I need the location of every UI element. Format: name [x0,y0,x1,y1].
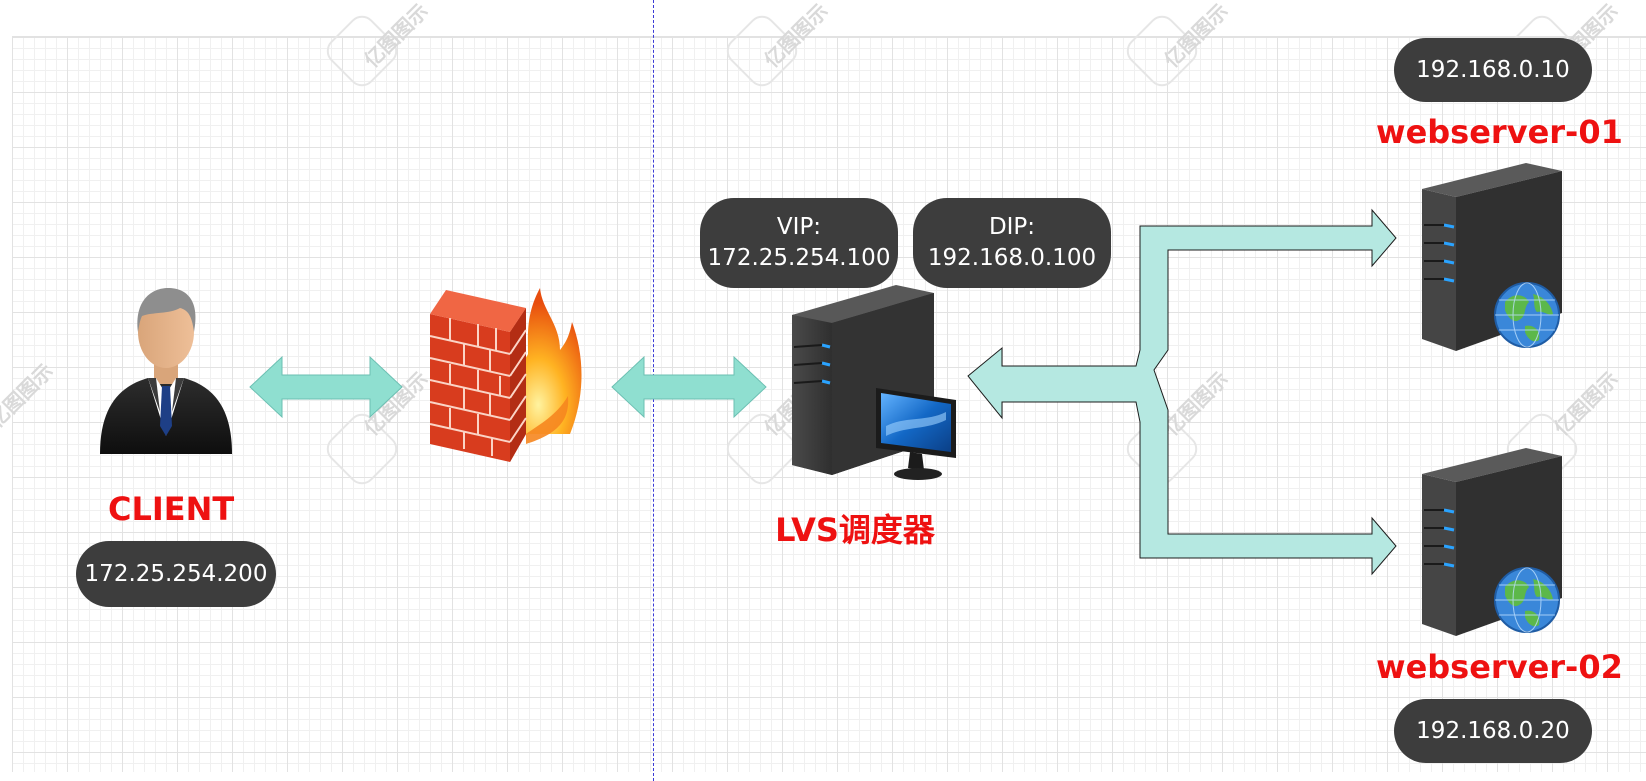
dip-badge: DIP: 192.168.0.100 [913,198,1111,288]
lvs-label: LVS调度器 [775,511,935,549]
webserver-02-ip-text: 192.168.0.20 [1416,717,1570,744]
lvs-webservers-branch-arrow [967,208,1397,576]
webserver-02-label: webserver-02 [1376,648,1623,686]
client-firewall-double-arrow [249,355,403,419]
webserver-02-ip-badge: 192.168.0.20 [1394,699,1592,763]
person-icon [100,288,232,454]
firewall-lvs-double-arrow [611,355,767,419]
webserver-01-label: webserver-01 [1376,113,1623,151]
client-ip-badge: 172.25.254.200 [76,541,276,607]
vip-address: 172.25.254.100 [707,245,891,271]
webserver-01-ip-text: 192.168.0.10 [1416,56,1570,83]
vip-badge: VIP: 172.25.254.100 [700,198,898,288]
dip-title: DIP: [988,214,1036,240]
firewall-icon [429,288,582,462]
monitor-icon [876,388,956,480]
client-ip-text: 172.25.254.200 [84,560,268,587]
webserver-01-ip-badge: 192.168.0.10 [1394,38,1592,102]
client-label: CLIENT [108,490,235,528]
vip-title: VIP: [776,214,822,240]
globe-icon [1494,282,1560,348]
globe-icon [1494,567,1560,633]
dip-address: 192.168.0.100 [927,245,1097,271]
